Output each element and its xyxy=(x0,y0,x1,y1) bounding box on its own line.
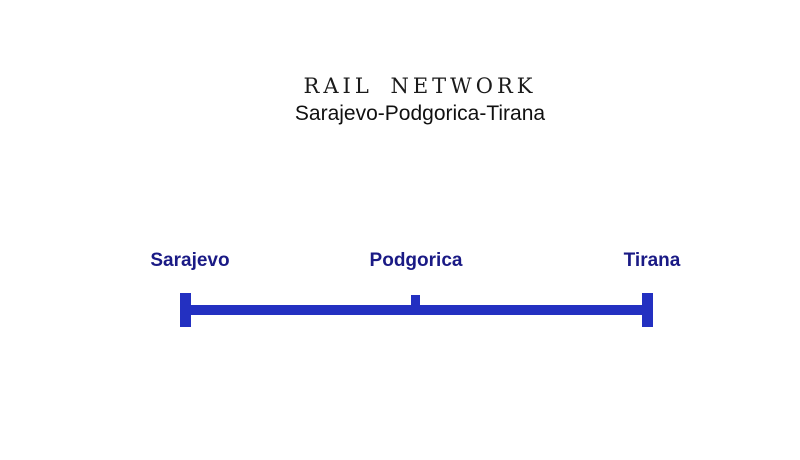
terminus-cap-tirana xyxy=(642,293,653,327)
station-tick-podgorica xyxy=(411,295,420,306)
terminus-cap-sarajevo xyxy=(180,293,191,327)
station-label-podgorica: Podgorica xyxy=(369,250,463,271)
page-subtitle: Sarajevo-Podgorica-Tirana xyxy=(294,102,546,125)
rail-line xyxy=(180,305,653,315)
page-title: RAIL NETWORK xyxy=(303,74,537,98)
station-label-tirana: Tirana xyxy=(623,250,681,271)
header: RAIL NETWORK Sarajevo-Podgorica-Tirana xyxy=(20,74,800,126)
station-label-sarajevo: Sarajevo xyxy=(150,250,230,271)
